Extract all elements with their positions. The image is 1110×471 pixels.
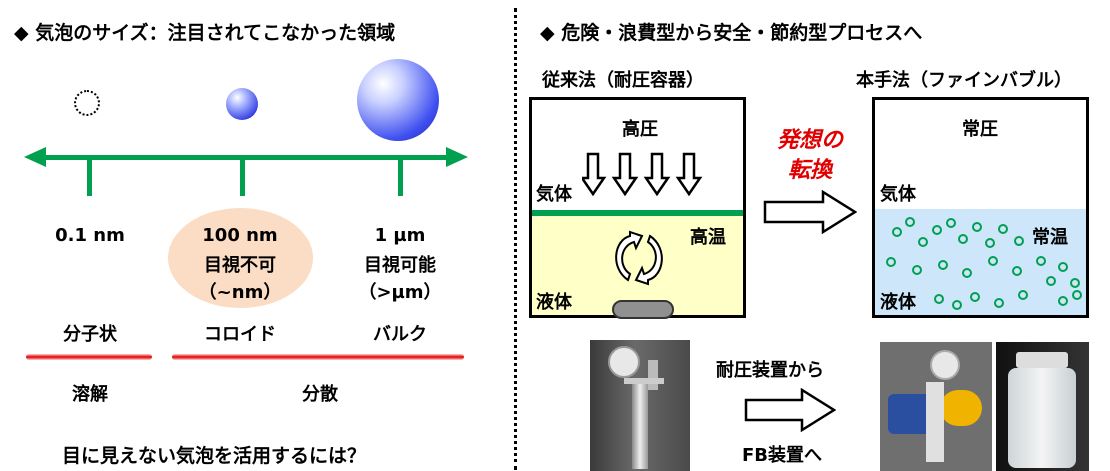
fine-bubble-icon: [1018, 290, 1028, 300]
conventional-liquid: [532, 215, 743, 315]
left-panel-title: ◆ 気泡のサイズ：注目されてこなかった領域: [14, 22, 396, 44]
right-arrow-icon: [744, 388, 836, 432]
colloid-bubble-icon: [226, 88, 258, 120]
fine-bubble-icon: [1036, 256, 1046, 266]
gas-liquid-interface: [532, 210, 743, 216]
fine-bubble-icon: [985, 238, 995, 248]
axis-tick: [398, 158, 403, 196]
fine-bubble-icon: [962, 268, 972, 278]
dissolve-range-bar: [26, 354, 152, 360]
gas-label: 気体: [880, 184, 916, 205]
fine-bubble-icon: [988, 256, 998, 266]
fine-bubble-icon: [1070, 278, 1080, 288]
stirrer-bar: [612, 300, 674, 319]
temperature-label: 高温: [690, 227, 726, 248]
fine-bubble-icon: [972, 222, 982, 232]
pressure-arrows-icon: [582, 152, 703, 197]
axis-arrow-left-icon: [24, 147, 46, 167]
fine-bubble-icon: [912, 265, 922, 275]
liquid-label: 液体: [536, 292, 572, 313]
fine-bubble-icon: [934, 294, 944, 304]
right-arrow-icon: [763, 190, 857, 234]
fine-bubble-icon: [1072, 290, 1082, 300]
fine-bubble-icon: [918, 237, 928, 247]
size-label: 0.1 nm: [55, 225, 125, 246]
molecular-bubble-icon: [74, 90, 100, 116]
size-label: 1 µm: [374, 225, 426, 246]
pressure-label: 高圧: [622, 119, 658, 140]
visibility-label: 目視不可: [204, 255, 276, 276]
type-label: 分子状: [63, 324, 117, 345]
fine-bubble-icon: [892, 227, 902, 237]
fine-bubble-icon: [1046, 276, 1056, 286]
fine-bubble-icon: [998, 224, 1008, 234]
axis-tick: [87, 158, 92, 196]
bulk-bubble-icon: [357, 59, 439, 141]
fine-bubble-icon: [886, 257, 896, 267]
fine-bubble-icon: [970, 292, 980, 302]
size-label: 100 nm: [202, 225, 278, 246]
device-to-label: FB装置へ: [742, 445, 823, 466]
fine-bubble-icon: [952, 300, 962, 310]
liquid-label: 液体: [880, 292, 916, 313]
paradigm-shift-line2: 転換: [787, 158, 832, 183]
colloid-highlight: [168, 208, 313, 308]
fine-bubble-icon: [1058, 296, 1068, 306]
axis-tick: [240, 158, 245, 196]
disperse-range-bar: [172, 354, 464, 360]
fine-bubble-icon: [938, 260, 948, 270]
proposed-vessel: [872, 97, 1089, 318]
range-label: （~nm）: [198, 282, 282, 303]
right-panel-title: ◆ 危険・浪費型から安全・節約型プロセスへ: [540, 22, 923, 44]
visibility-label: 目視可能: [364, 255, 436, 276]
fine-bubble-icon: [1012, 266, 1022, 276]
range-label: （>µm）: [358, 282, 442, 303]
proposed-heading: 本手法（ファインバブル）: [856, 70, 1072, 91]
paradigm-shift-line1: 発想の: [776, 128, 843, 153]
type-label: コロイド: [204, 324, 276, 345]
stirring-icon: [615, 230, 663, 286]
disperse-label: 分散: [302, 384, 338, 405]
fine-bubble-icon: [1058, 262, 1068, 272]
fine-bubble-device-photo: [880, 342, 992, 471]
fine-bubble-icon: [932, 225, 942, 235]
fine-bubble-icon: [958, 234, 968, 244]
bubble-water-bottle-photo: [996, 342, 1089, 471]
type-label: バルク: [373, 324, 427, 345]
conventional-heading: 従来法（耐圧容器）: [542, 70, 704, 91]
question-text: 目に見えない気泡を活用するには？: [62, 445, 367, 467]
panel-divider: [514, 8, 517, 470]
pressure-vessel-photo: [590, 340, 690, 471]
axis-arrow-right-icon: [446, 147, 468, 167]
fine-bubble-icon: [946, 218, 956, 228]
fine-bubble-icon: [905, 217, 915, 227]
temperature-label: 常温: [1032, 227, 1068, 248]
gas-label: 気体: [536, 184, 572, 205]
device-from-label: 耐圧装置から: [716, 360, 824, 381]
pressure-label: 常圧: [962, 119, 998, 140]
size-axis-line: [44, 155, 450, 160]
fine-bubble-icon: [1014, 236, 1024, 246]
fine-bubble-icon: [994, 298, 1004, 308]
dissolve-label: 溶解: [72, 384, 108, 405]
